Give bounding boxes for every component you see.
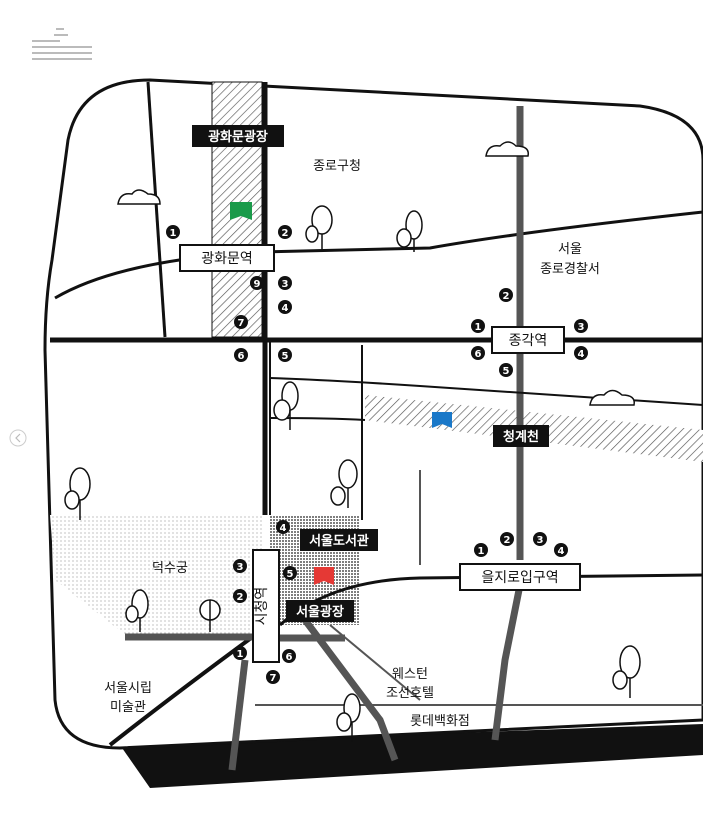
svg-text:9: 9 [254, 279, 261, 290]
svg-text:서울광장: 서울광장 [296, 604, 344, 620]
svg-text:5: 5 [282, 351, 289, 362]
westin-label-2: 조선호텔 [386, 686, 434, 701]
tree-icon [305, 205, 333, 250]
cloud-icon [485, 141, 529, 157]
svg-text:4: 4 [578, 349, 585, 360]
svg-text:종각역: 종각역 [509, 333, 548, 349]
svg-text:7: 7 [238, 318, 245, 329]
westin-label-1: 웨스턴 [392, 667, 428, 682]
svg-text:광화문역: 광화문역 [201, 251, 253, 267]
cloud-icon [589, 389, 635, 406]
tree-icon [336, 693, 361, 742]
svg-text:청계천: 청계천 [503, 429, 539, 445]
tree-icon [199, 599, 221, 632]
station-gwanghwamun[interactable]: 광화문역 [179, 244, 275, 272]
tree-icon [273, 381, 299, 430]
svg-text:1: 1 [475, 322, 482, 333]
svg-text:4: 4 [282, 303, 289, 314]
svg-text:6: 6 [475, 349, 482, 360]
svg-text:2: 2 [503, 291, 510, 302]
tree-icon [330, 459, 358, 508]
svg-text:5: 5 [503, 366, 510, 377]
svg-text:6: 6 [286, 652, 293, 663]
svg-text:2: 2 [504, 535, 511, 546]
seoul-label: 서울 [558, 242, 582, 257]
svg-text:4: 4 [558, 546, 565, 557]
svg-text:3: 3 [237, 562, 244, 573]
lotte-label: 롯데백화점 [410, 714, 470, 729]
svg-text:을지로입구역: 을지로입구역 [481, 570, 558, 586]
tree-icon [612, 645, 641, 698]
svg-text:1: 1 [478, 546, 485, 557]
svg-text:2: 2 [282, 228, 289, 239]
seoul-plaza-label: 서울광장 [286, 600, 354, 622]
sema-label-2: 미술관 [110, 700, 146, 715]
svg-text:3: 3 [537, 535, 544, 546]
book-marker-icon [314, 567, 334, 585]
exit-markers: 1 2 3 9 4 7 6 5 2 1 3 6 4 5 2 3 1 4 4 3 … [166, 225, 588, 684]
svg-text:시청역: 시청역 [254, 587, 270, 626]
svg-text:서울도서관: 서울도서관 [309, 533, 369, 549]
svg-text:광화문광장: 광화문광장 [208, 129, 268, 145]
sema-label-1: 서울시립 [104, 681, 152, 696]
seoul-library-label: 서울도서관 [300, 529, 378, 551]
svg-text:3: 3 [578, 322, 585, 333]
station-euljiro1ga[interactable]: 을지로입구역 [459, 563, 581, 591]
logo-icon [32, 28, 92, 60]
jongno-gu-office-label: 종로구청 [313, 159, 361, 174]
svg-text:4: 4 [280, 523, 287, 534]
svg-text:1: 1 [237, 649, 244, 660]
station-cityhall[interactable]: 시청역 [252, 549, 280, 663]
tree-icon [64, 467, 91, 520]
svg-text:6: 6 [238, 351, 245, 362]
deoksugung-label: 덕수궁 [152, 561, 188, 576]
tree-icon [125, 589, 149, 632]
svg-text:3: 3 [282, 279, 289, 290]
cheonggyecheon-label: 청계천 [493, 425, 549, 447]
book-marker-icon [230, 202, 252, 220]
tree-icon [396, 210, 423, 252]
svg-text:7: 7 [270, 673, 277, 684]
jongno-police-label: 종로경찰서 [540, 262, 600, 277]
station-jonggak[interactable]: 종각역 [491, 326, 565, 354]
svg-text:2: 2 [237, 592, 244, 603]
gwanghwamun-plaza-label: 광화문광장 [192, 125, 284, 147]
cloud-icon [117, 189, 161, 205]
svg-text:1: 1 [170, 228, 177, 239]
book-marker-icon [432, 412, 452, 428]
svg-text:5: 5 [287, 569, 294, 580]
prev-arrow-button[interactable] [9, 429, 27, 447]
